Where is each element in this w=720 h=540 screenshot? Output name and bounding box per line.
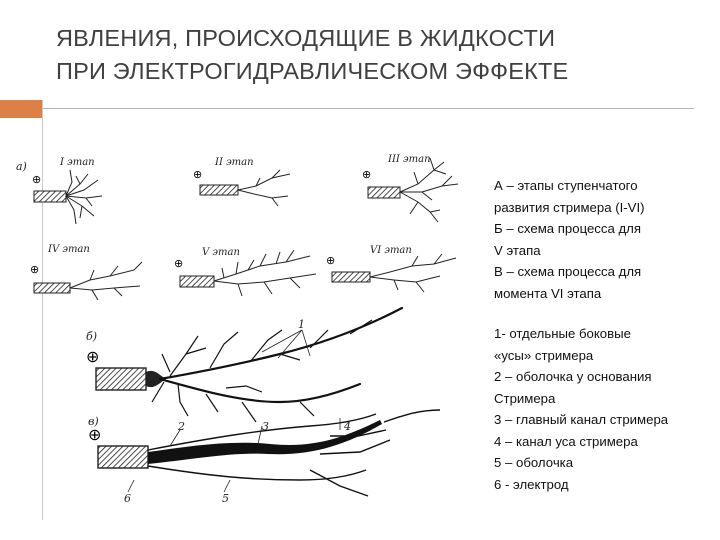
stage-5-diagram: V этап ⊕ [174,247,317,297]
electrode [179,275,215,288]
legend-line: 1- отдельные боковые [494,326,631,341]
stage-5-label: V этап [202,247,240,258]
slide-title: ЯВЛЕНИЯ, ПРОИСХОДЯЩИЕ В ЖИДКОСТИ ПРИ ЭЛЕ… [56,22,696,88]
legend-line: «усы» стримера [494,347,594,363]
legend-line: развития стримера (I-VI) [494,199,645,215]
plus-sign: ⊕ [88,427,101,444]
stage-1-diagram: I этап ⊕ [32,157,103,225]
stage-3-diagram: III этап ⊕ [362,154,459,223]
stages-legend: А – этапы ступенчатого развития стримера… [494,175,716,304]
number-4: 4 [343,420,351,433]
plus-sign: ⊕ [362,169,371,181]
legend-line: Стримера [494,390,556,406]
legend-line: 5 – оболочка [494,455,574,470]
plus-sign: ⊕ [30,264,39,276]
title-line-2: ПРИ ЭЛЕКТРОГИДРАВЛИЧЕСКОМ ЭФФЕКТЕ [56,58,569,84]
legend-line: В – схема процесса для [494,264,642,279]
legend-line: V этапа [494,242,541,258]
stage-4-label: IV этап [47,244,90,255]
stage-3-label: III этап [387,154,431,165]
streamer-base [146,370,166,388]
accent-bar [0,100,42,118]
title-line-1: ЯВЛЕНИЯ, ПРОИСХОДЯЩИЕ В ЖИДКОСТИ [56,25,556,51]
electrode [33,282,71,294]
legend-line: Б – схема процесса для [494,221,642,236]
plus-sign: ⊕ [193,169,202,181]
plus-sign: ⊕ [174,258,183,270]
legend-line: 3 – главный канал стримера [494,412,669,427]
scheme-b-diagram: б) ⊕ 1 [86,306,404,423]
stage-2-label: II этап [214,157,254,168]
streamer-figure: а) I этап ⊕ II этап ⊕ III этап ⊕ [16,154,459,505]
number-5: 5 [222,492,229,505]
main-channel [148,420,382,464]
legend-line: А – этапы ступенчатого [494,178,638,193]
left-divider [42,100,43,520]
electrode [367,186,401,199]
legend-line: 2 – оболочка у основания [494,369,652,384]
title-divider [42,108,694,109]
stage-1-label: I этап [59,157,95,168]
legend-line: 4 – канал уса стримера [494,433,638,449]
number-6: 6 [124,492,131,505]
scheme-v-diagram: в) ⊕ 2 3 4 5 6 [88,409,441,505]
stage-2-diagram: II этап ⊕ [193,157,291,207]
stage-6-diagram: VI этап ⊕ [326,245,457,293]
electrode [199,184,239,196]
plus-sign: ⊕ [86,349,99,366]
plus-sign: ⊕ [326,255,335,267]
part-b-label: б) [86,330,97,343]
stage-4-diagram: IV этап ⊕ [30,244,143,301]
legend-line: момента VI этапа [494,285,602,301]
electrode [33,190,67,203]
plus-sign: ⊕ [32,174,41,186]
parts-legend: 1- отдельные боковые «усы» стримера 2 – … [494,323,716,495]
electrode [97,445,149,469]
electrode [331,271,371,283]
number-1: 1 [298,318,305,331]
electrode [95,367,147,391]
legend-line: 6 - электрод [494,476,569,492]
stage-6-label: VI этап [370,245,412,256]
number-3: 3 [262,420,269,433]
part-c-label: в) [88,415,99,428]
part-a-label: а) [16,160,27,173]
number-2: 2 [177,420,185,433]
